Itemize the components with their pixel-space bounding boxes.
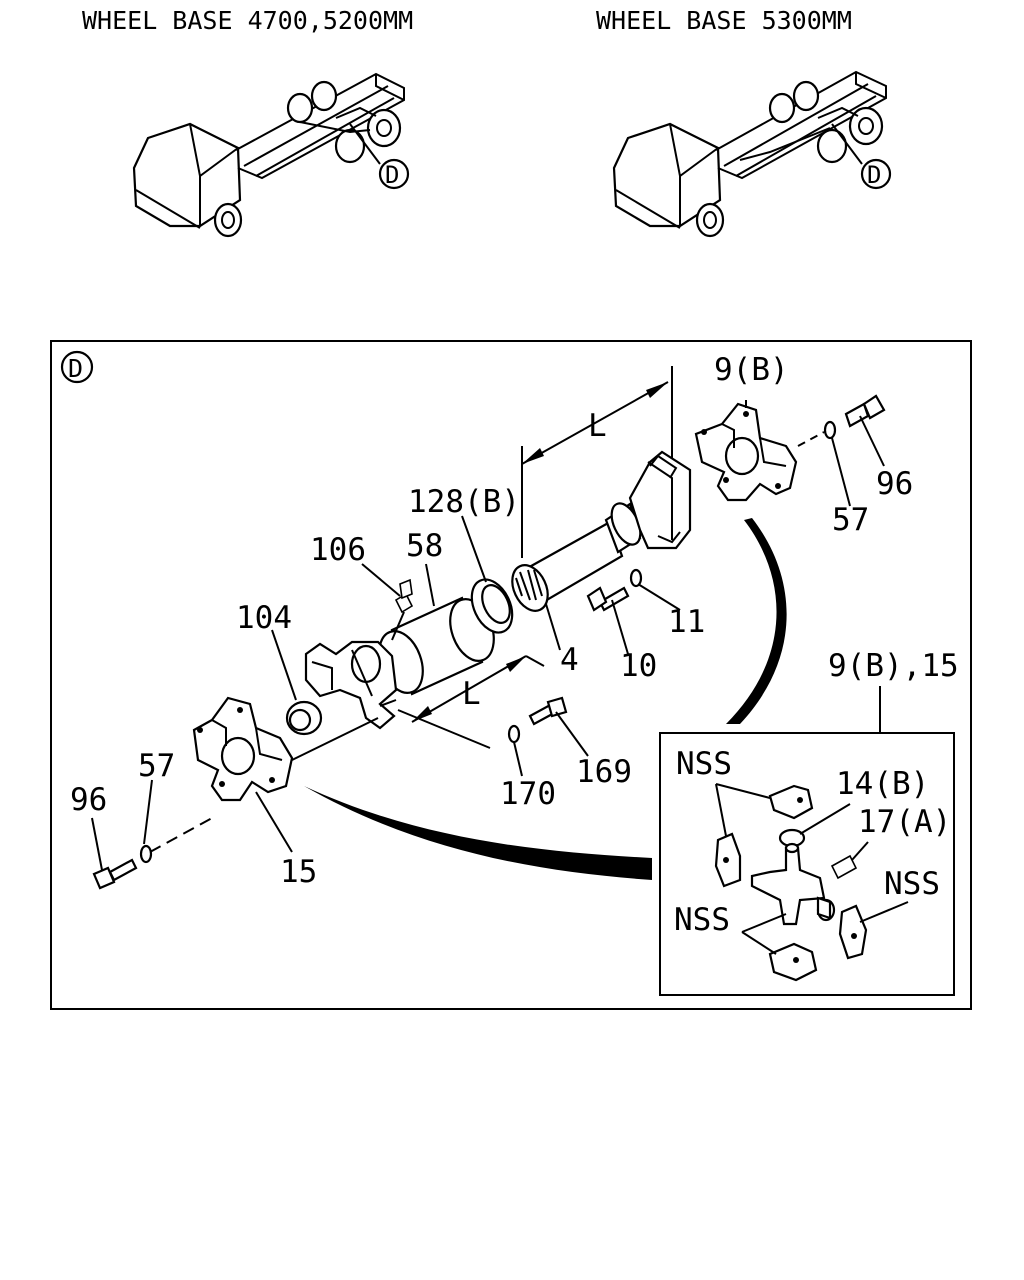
weld-yoke bbox=[304, 640, 398, 730]
bolt-169 bbox=[528, 696, 568, 726]
view-d-callout-left: D bbox=[378, 158, 410, 190]
label-part-15: 15 bbox=[280, 854, 317, 890]
grease-fitting-106 bbox=[391, 578, 414, 641]
reference-curve-left bbox=[304, 786, 652, 880]
seal-104 bbox=[285, 700, 323, 736]
view-d-label-left: D bbox=[385, 161, 399, 189]
header-wheelbase-right: WHEEL BASE 5300MM bbox=[596, 6, 852, 35]
view-d-label-right: D bbox=[867, 161, 881, 189]
subdetail-frame bbox=[659, 732, 955, 996]
leader-lines bbox=[91, 400, 909, 955]
universal-joint-9b-top bbox=[694, 402, 798, 502]
label-part-17a: 17(A) bbox=[858, 804, 951, 840]
washer-11 bbox=[629, 568, 643, 588]
bearing-cap-left-nss bbox=[714, 832, 742, 888]
shaft-tube-58 bbox=[378, 596, 495, 696]
dimension-l-top-label: L bbox=[588, 408, 607, 444]
label-part-128b: 128(B) bbox=[408, 484, 520, 520]
label-part-14b: 14(B) bbox=[836, 766, 929, 802]
bolt-10 bbox=[586, 586, 630, 612]
truck-illustration-left: D bbox=[132, 72, 410, 238]
label-part-58: 58 bbox=[406, 528, 443, 564]
dimension-l-mid: L bbox=[397, 655, 545, 749]
washer-170 bbox=[507, 724, 521, 744]
label-nss-lower: NSS bbox=[674, 902, 730, 938]
label-part-96-left: 96 bbox=[70, 782, 107, 818]
label-part-104: 104 bbox=[236, 600, 292, 636]
washer-57-right bbox=[823, 420, 837, 440]
washer-57-left bbox=[139, 844, 153, 864]
bearing-cap-right-nss bbox=[838, 904, 868, 960]
label-part-169: 169 bbox=[576, 754, 632, 790]
spline-shaft-4 bbox=[511, 450, 692, 612]
label-part-57-left: 57 bbox=[138, 748, 175, 784]
label-part-11: 11 bbox=[668, 604, 705, 640]
label-part-106: 106 bbox=[310, 532, 366, 568]
label-part-9b-15: 9(B),15 bbox=[828, 648, 959, 684]
label-nss-upper: NSS bbox=[676, 746, 732, 782]
reference-curve-right bbox=[726, 518, 787, 724]
label-part-57-right: 57 bbox=[832, 502, 869, 538]
bolt-96-right bbox=[844, 394, 886, 428]
cross-spider bbox=[750, 842, 836, 926]
callout-labels: 9(B) 96 57 128(B) 106 58 104 4 10 11 169… bbox=[70, 352, 959, 938]
label-part-4: 4 bbox=[560, 642, 579, 678]
detail-d-marker-label: D bbox=[68, 354, 83, 383]
dimension-l-mid-label: L bbox=[462, 676, 481, 712]
dust-seal-128b bbox=[470, 578, 514, 634]
header-wheelbase-left: WHEEL BASE 4700,5200MM bbox=[82, 6, 413, 35]
bearing-cap-upper-nss bbox=[768, 784, 814, 820]
label-part-10: 10 bbox=[620, 648, 657, 684]
bearing-cap-lower-nss bbox=[768, 942, 818, 982]
label-part-9b-top: 9(B) bbox=[714, 352, 789, 388]
view-d-callout-right: D bbox=[860, 158, 892, 190]
detail-d-frame bbox=[50, 340, 972, 1010]
label-nss-right: NSS bbox=[884, 866, 940, 902]
detail-d-marker: D bbox=[60, 350, 94, 384]
truck-illustration-right: D bbox=[612, 70, 892, 238]
grease-fitting-17a bbox=[830, 854, 858, 880]
label-part-96-right: 96 bbox=[876, 466, 913, 502]
bolt-96-left bbox=[92, 858, 138, 890]
label-part-170: 170 bbox=[500, 776, 556, 812]
universal-joint-15 bbox=[192, 696, 294, 802]
dimension-l-top: L bbox=[521, 366, 673, 558]
